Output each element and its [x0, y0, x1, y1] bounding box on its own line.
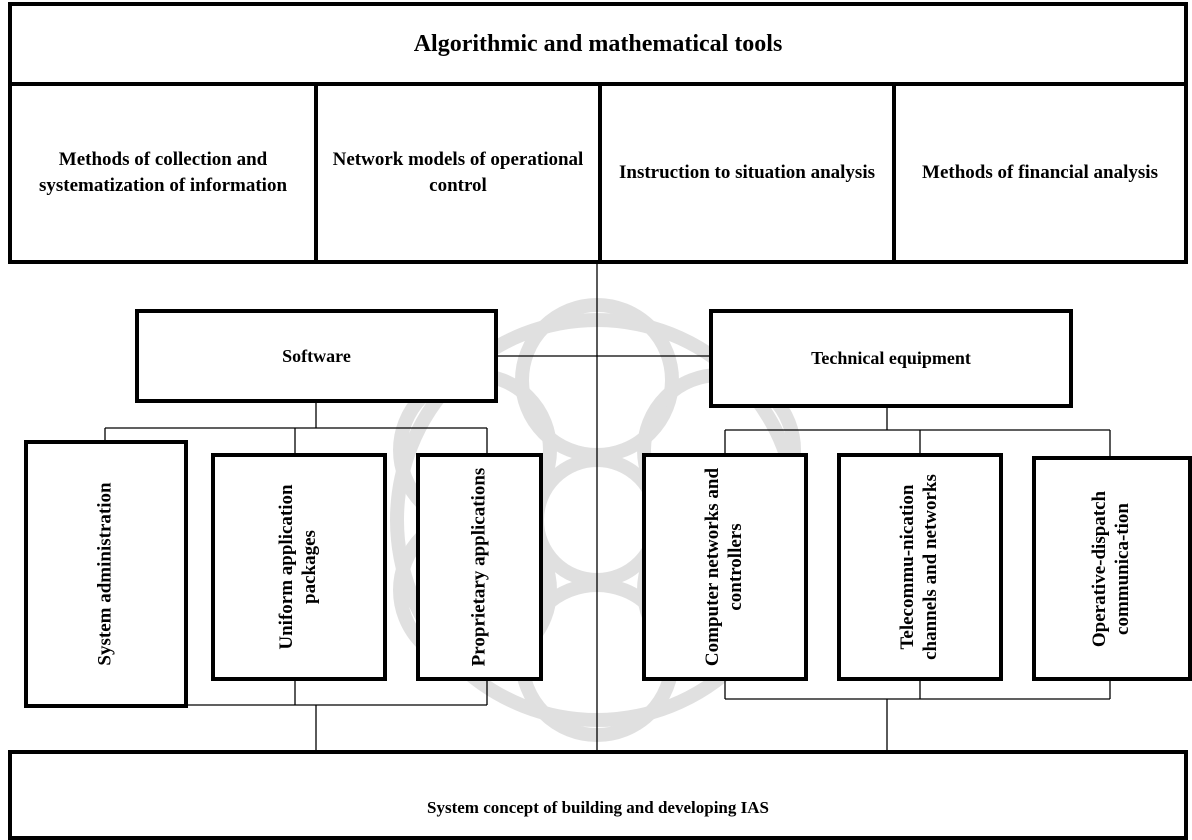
category-label: Methods of collection and systematizatio… — [38, 149, 288, 196]
software-item-uniform-application-packages: Uniform application packages — [211, 453, 387, 681]
software-item-label: Proprietary applications — [468, 467, 490, 667]
category-label: Methods of financial analysis — [922, 162, 1158, 184]
category-label: Network models of operational control — [332, 149, 584, 196]
software-item-proprietary-applications: Proprietary applications — [416, 453, 543, 681]
technical-item-operative-dispatch: Operative-dispatch communica-tion — [1032, 456, 1192, 681]
system-concept-box: System concept of building and developin… — [8, 750, 1188, 840]
software-item-label: System administration — [94, 482, 116, 666]
technical-equipment-label: Technical equipment — [811, 348, 971, 368]
category-box-collection: Methods of collection and systematizatio… — [8, 82, 318, 264]
category-box-financial-analysis: Methods of financial analysis — [892, 82, 1188, 264]
software-label: Software — [282, 345, 351, 366]
technical-item-label: Operative-dispatch communica-tion — [1089, 490, 1133, 647]
software-item-label: Uniform application packages — [276, 484, 320, 650]
software-box: Software — [135, 309, 498, 403]
header-title-box: Algorithmic and mathematical tools — [8, 2, 1188, 86]
software-item-system-administration: System administration — [24, 440, 188, 708]
category-box-situation-analysis: Instruction to situation analysis — [598, 82, 896, 264]
system-concept-label: System concept of building and developin… — [427, 798, 769, 817]
technical-item-computer-networks: Computer networks and controllers — [642, 453, 808, 681]
technical-item-telecommunication: Telecommu-nication channels and networks — [837, 453, 1003, 681]
category-box-network-models: Network models of operational control — [314, 82, 602, 264]
category-label: Instruction to situation analysis — [618, 162, 876, 184]
technical-item-label: Telecommu-nication channels and networks — [897, 474, 941, 660]
technical-item-label: Computer networks and controllers — [702, 467, 746, 667]
technical-equipment-box: Technical equipment — [709, 309, 1073, 408]
header-title: Algorithmic and mathematical tools — [413, 30, 783, 57]
